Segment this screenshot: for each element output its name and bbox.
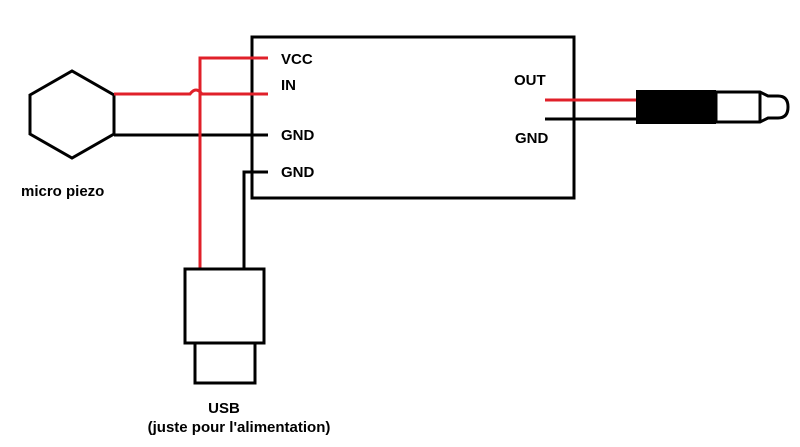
pin-label-vcc: VCC bbox=[281, 51, 313, 68]
jack-plug-tip-icon bbox=[714, 90, 790, 124]
module-box bbox=[250, 35, 576, 200]
usb-ground-wire bbox=[242, 170, 268, 269]
piezo-microphone-icon bbox=[28, 69, 116, 160]
pin-label-gnd-2: GND bbox=[281, 164, 315, 181]
usb-label: USB bbox=[208, 400, 240, 417]
piezo-label: micro piezo bbox=[21, 183, 104, 200]
pin-label-in: IN bbox=[281, 77, 296, 94]
usb-connector-plug bbox=[193, 341, 257, 385]
piezo-signal-wire bbox=[114, 88, 268, 96]
usb-power-wire bbox=[198, 56, 268, 269]
pin-label-gnd-1: GND bbox=[281, 127, 315, 144]
usb-label-note: (juste pour l'alimentation) bbox=[148, 419, 331, 436]
pin-label-out: OUT bbox=[514, 72, 546, 89]
usb-connector-body bbox=[183, 267, 266, 345]
jack-plug-sleeve bbox=[636, 90, 716, 124]
pin-label-gnd-out: GND bbox=[515, 130, 549, 147]
